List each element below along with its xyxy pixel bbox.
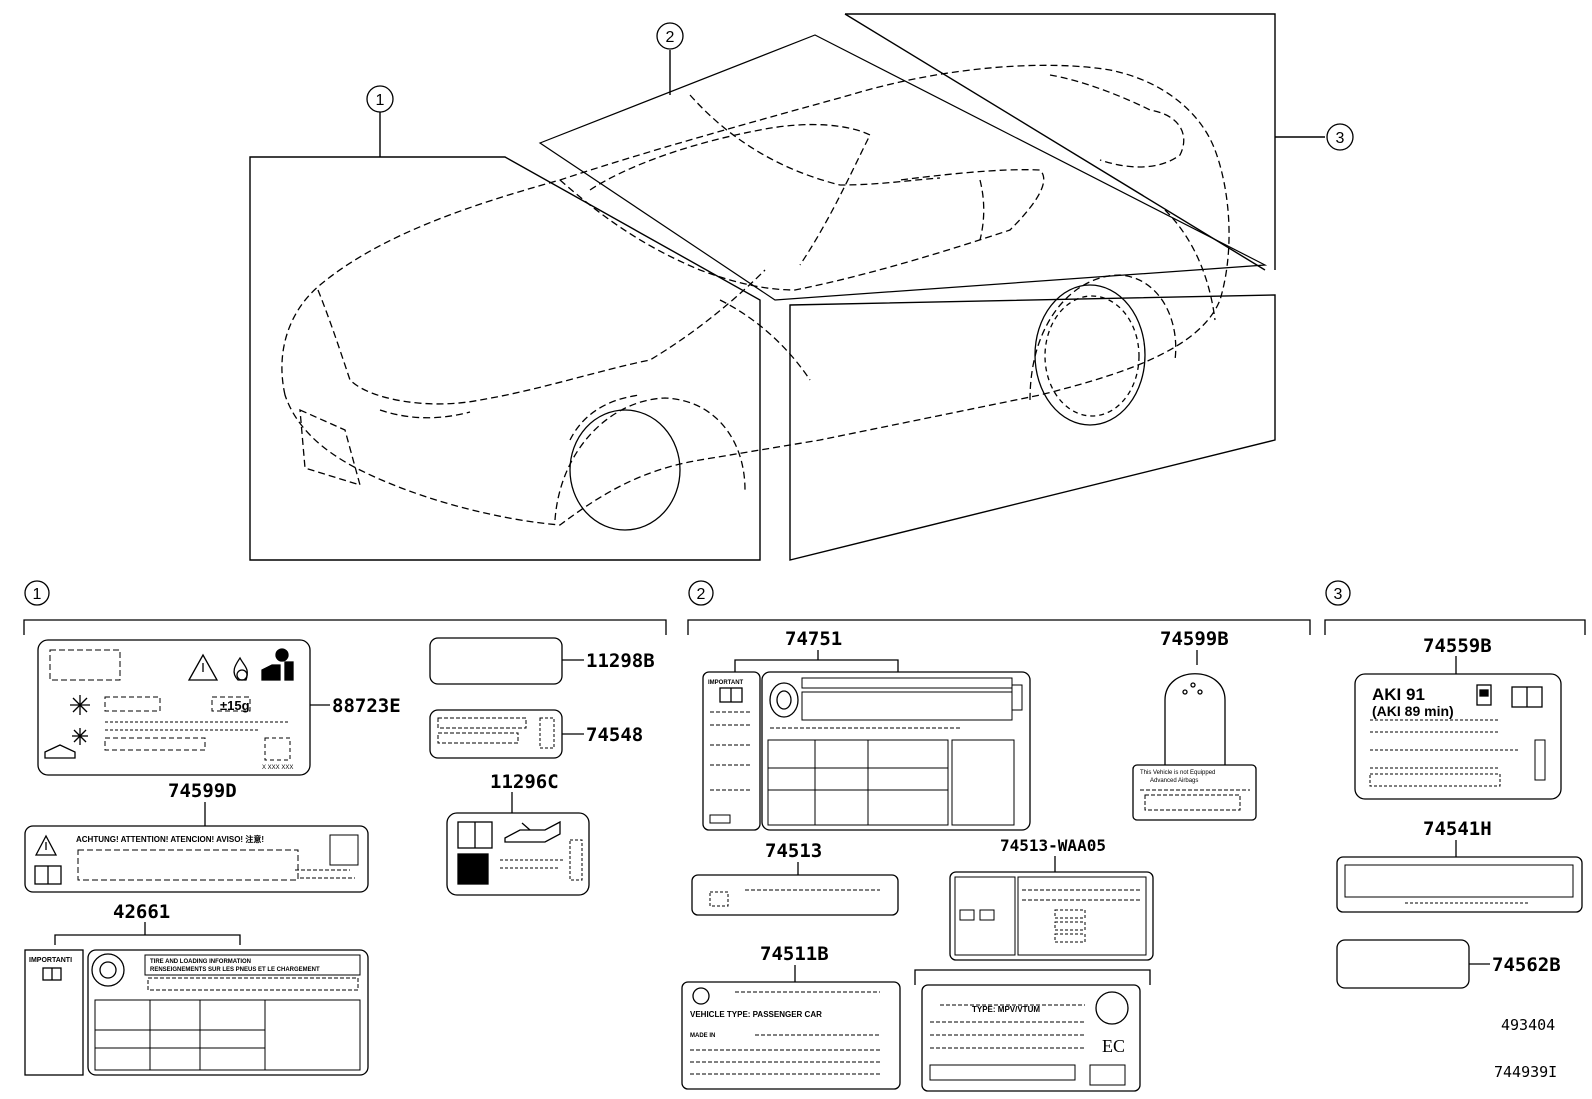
label-88723E bbox=[37, 639, 311, 776]
svg-text:3: 3 bbox=[1336, 130, 1345, 147]
label-74511B bbox=[681, 981, 901, 1090]
part-number-88723E: 88723E bbox=[332, 695, 401, 717]
region-1-plane bbox=[249, 156, 761, 561]
aki-text: AKI 91 bbox=[1372, 685, 1425, 704]
svg-text:2: 2 bbox=[697, 586, 706, 603]
svg-text:1: 1 bbox=[33, 586, 42, 603]
vehicle-type-text: VEHICLE TYPE: PASSENGER CAR bbox=[690, 1010, 822, 1019]
svg-text:1: 1 bbox=[376, 92, 385, 109]
label-42661 bbox=[24, 949, 369, 1076]
part-number-74559B: 74559B bbox=[1423, 635, 1492, 657]
part-number-74548: 74548 bbox=[586, 724, 643, 746]
type-mpv-text: TYPE: MPV/VTUM bbox=[972, 1005, 1040, 1014]
label-74548 bbox=[429, 709, 584, 759]
label-74562B bbox=[1336, 939, 1490, 989]
label-74513 bbox=[691, 874, 899, 916]
label-ec-type bbox=[921, 984, 1141, 1092]
refrigerant-icon bbox=[70, 695, 90, 715]
ac-code-text: X XXX XXX bbox=[262, 765, 293, 771]
label-11296C bbox=[446, 812, 590, 896]
flame-icon bbox=[233, 656, 248, 681]
aki-min-text: (AKI 89 min) bbox=[1372, 703, 1454, 719]
black-square bbox=[457, 853, 489, 885]
important-text: IMPORTANT bbox=[708, 680, 744, 686]
tire-icon bbox=[91, 953, 125, 987]
tire-icon bbox=[769, 682, 799, 718]
ec-mark-text: EC bbox=[1102, 1036, 1125, 1056]
fuel-pump-icon bbox=[1476, 684, 1492, 706]
airbag-note-2: Advanced Airbags bbox=[1150, 778, 1198, 784]
region-2-plane bbox=[538, 34, 1268, 301]
technician-icon bbox=[261, 664, 281, 681]
part-number-11298B: 11298B bbox=[586, 650, 655, 672]
part-number-74599B: 74599B bbox=[1160, 628, 1229, 650]
svg-text:3: 3 bbox=[1334, 586, 1343, 603]
important-text: IMPORTANTI bbox=[29, 957, 72, 964]
made-in-text: MADE IN bbox=[690, 1033, 715, 1039]
part-number-74513-WAA05: 74513-WAA05 bbox=[1000, 836, 1106, 855]
part-number-74511B: 74511B bbox=[760, 943, 829, 965]
part-number-74751: 74751 bbox=[785, 628, 842, 650]
part-number-74562B: 74562B bbox=[1492, 954, 1561, 976]
part-number-74513: 74513 bbox=[765, 840, 822, 862]
warning-languages-text: ACHTUNG! ATTENTION! ATENCION! AVISO! 注意! bbox=[76, 834, 264, 844]
brand-logo-icon bbox=[692, 987, 710, 1005]
section-marker-3: 3 bbox=[1325, 580, 1351, 606]
tire-info-fr-text: RENSEIGNEMENTS SUR LES PNEUS ET LE CHARG… bbox=[150, 967, 320, 973]
callout-3: 3 bbox=[1326, 123, 1354, 151]
region-3-plane bbox=[845, 13, 1276, 270]
vehicle-illustration bbox=[249, 13, 1276, 561]
label-74513-WAA05 bbox=[949, 871, 1154, 961]
warning-triangle-icon bbox=[34, 834, 58, 856]
label-74599D bbox=[24, 825, 369, 893]
reference-number-2: 744939I bbox=[1494, 1063, 1557, 1081]
warning-triangle-icon bbox=[187, 653, 219, 681]
region-3-plane-front bbox=[789, 294, 1276, 561]
label-11298B bbox=[429, 637, 584, 685]
oil-can-icon bbox=[504, 820, 561, 843]
compressor-oil-icon bbox=[44, 728, 88, 759]
car-outline bbox=[281, 64, 1230, 531]
label-74599B bbox=[1132, 673, 1257, 821]
reference-number-1: 493404 bbox=[1501, 1016, 1555, 1034]
callout-2: 2 bbox=[656, 22, 684, 50]
ac-weight-text: ±15g bbox=[220, 698, 250, 713]
tire-info-text: TIRE AND LOADING INFORMATION bbox=[150, 959, 251, 965]
label-74541H bbox=[1336, 856, 1583, 913]
section-marker-2: 2 bbox=[688, 580, 714, 606]
svg-text:2: 2 bbox=[666, 29, 675, 46]
part-number-74541H: 74541H bbox=[1423, 818, 1492, 840]
part-number-11296C: 11296C bbox=[490, 771, 559, 793]
part-number-42661: 42661 bbox=[113, 901, 170, 923]
label-74751 bbox=[702, 671, 1031, 831]
airbag-note-1: This Vehicle is not Equipped bbox=[1140, 770, 1215, 776]
part-number-74599D: 74599D bbox=[168, 780, 237, 802]
section-marker-1: 1 bbox=[24, 580, 50, 606]
callout-1: 1 bbox=[366, 85, 394, 113]
label-74559B bbox=[1354, 673, 1562, 800]
